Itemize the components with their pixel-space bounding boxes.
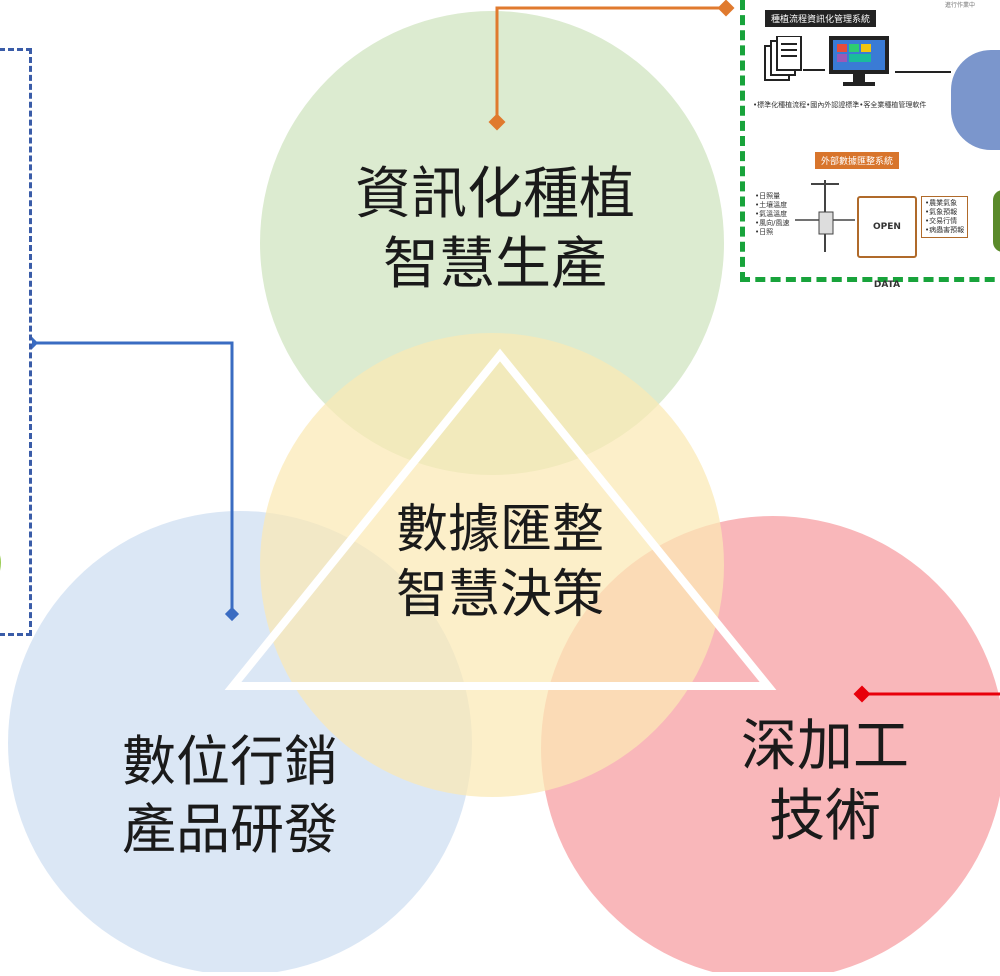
label-information-planting: 資訊化種植 智慧生產 — [330, 160, 660, 300]
monitor-icon — [829, 36, 889, 86]
label-line: 智慧生產 — [383, 232, 607, 297]
panel-note: •標準化種植流程•國內外認證標準•客全業種植管理軟件 — [753, 101, 927, 109]
circle-top — [260, 11, 724, 475]
connector-orange-diamond-end — [717, 0, 735, 17]
sensor-item: •土壤溫度 — [755, 201, 788, 209]
label-data-decision: 數據匯整 智慧決策 — [335, 498, 665, 628]
label-digital-marketing: 數位行銷 產品研發 — [80, 728, 380, 863]
label-deep-processing: 深加工 技術 — [690, 712, 960, 852]
leaf-icon — [0, 555, 1, 571]
label-line: 深加工 — [741, 714, 909, 779]
panel-title-bottom: 外部數據匯整系統 — [815, 152, 900, 169]
sensor-item: •日照量 — [755, 192, 781, 200]
connector-orange — [495, 6, 726, 122]
data-list: •農業氣象 •氣象預報 •交易行情 •病蟲害預報 — [921, 196, 969, 238]
label-line: 產品研發 — [122, 797, 338, 861]
weather-station-icon — [795, 180, 855, 252]
data-item: •病蟲害預報 — [925, 226, 965, 234]
sensor-item: •日照 — [755, 228, 774, 236]
circle-center — [260, 333, 724, 797]
label-line: 數據匯整 — [395, 500, 604, 560]
data-item: •氣象預報 — [925, 208, 958, 216]
center-triangle — [224, 348, 777, 690]
data-item: •農業氣象 — [925, 199, 958, 207]
sensor-item: •風向/風速 — [755, 219, 790, 227]
tree-icon — [993, 190, 1000, 252]
label-line: 數位行銷 — [122, 730, 338, 793]
sensor-item: •氣溫溫度 — [755, 210, 788, 218]
label-line: 智慧決策 — [395, 565, 604, 625]
connector-blue — [31, 341, 234, 614]
panel-corner-text: 進行作業中 — [945, 2, 976, 9]
open-data-box: OPEN DATA — [857, 196, 917, 290]
cloud-icon — [951, 50, 1000, 150]
sensor-list: •日照量 •土壤溫度 •氣溫溫度 •風向/風速 •日照 — [755, 192, 790, 237]
panel-title-top: 種植流程資訊化管理系統 — [765, 10, 877, 27]
label-line: 資訊化種植 — [355, 162, 635, 227]
connector-blue-diamond-end — [224, 606, 240, 622]
label-line: 技術 — [769, 784, 881, 849]
connector-red-diamond — [853, 685, 871, 703]
data-item: •交易行情 — [925, 217, 958, 225]
connector-orange-diamond-start — [488, 113, 506, 131]
left-dashed-panel — [0, 48, 32, 636]
documents-icon — [764, 36, 802, 81]
panel-link-line — [803, 69, 951, 73]
system-panel: 進行作業中 種植流程資訊化管理系統 •標準化種植流程•國內外認證標準•客全業 — [740, 0, 1000, 290]
